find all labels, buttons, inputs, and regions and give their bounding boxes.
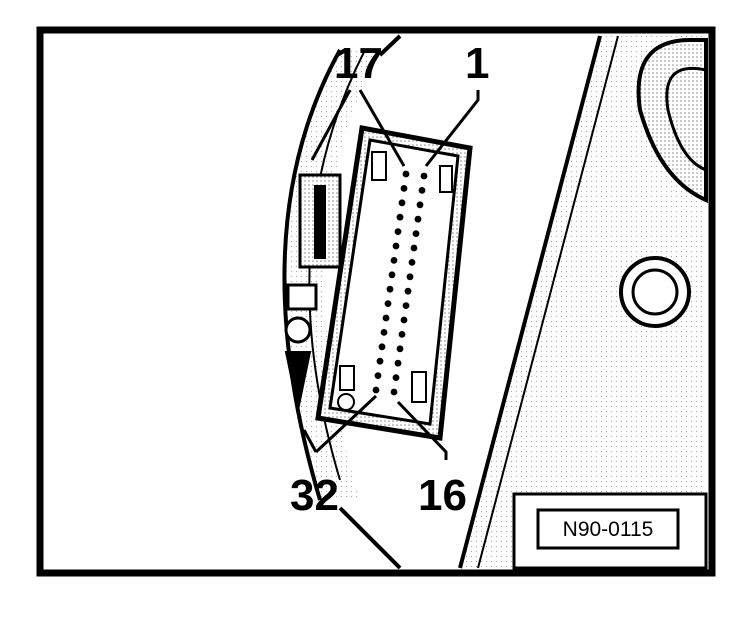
housing-edge-line: [458, 35, 602, 569]
connector-latch-top-right: [439, 165, 453, 193]
connector-pin: [382, 314, 390, 322]
connector-pin: [374, 372, 382, 379]
connector-pin: [418, 187, 426, 194]
connector-pin: [380, 329, 388, 336]
connector-pin: [412, 230, 420, 238]
connector-pin: [388, 271, 396, 279]
connector-pin: [384, 300, 392, 307]
connector-latch-bottom-left: [339, 365, 355, 391]
housing-curve: [284, 50, 380, 500]
pin-label-1: 1: [465, 39, 489, 88]
connector-pin: [414, 215, 422, 223]
connector-inner: [328, 138, 460, 426]
connector-bottom-ring: [337, 393, 355, 411]
side-screw: [284, 316, 312, 344]
code-box: [536, 508, 680, 550]
mounting-hole-inner: [631, 268, 679, 316]
connector-pin: [392, 242, 400, 250]
connector-pin: [396, 213, 404, 221]
connector-pin: [372, 386, 380, 394]
connector-pin: [402, 170, 410, 178]
pin-grid: [372, 170, 428, 396]
connector-pin: [402, 302, 410, 309]
housing-curve-line: [282, 49, 342, 501]
leader-1: [424, 90, 480, 167]
code-box-text: N90-0115: [563, 518, 654, 541]
connector-pin: [406, 273, 414, 281]
connector-pin: [378, 343, 386, 351]
leader-16: [396, 400, 448, 460]
leader-17-b: [358, 89, 406, 167]
connector-pin: [390, 388, 398, 396]
leader-17-a: [310, 89, 352, 161]
housing-edge-line-2: [477, 35, 619, 569]
connector-pin: [386, 285, 394, 293]
connector-pin: [396, 345, 404, 353]
connector-pin: [420, 172, 428, 180]
leader-32-b: [302, 429, 318, 453]
connector-pin: [398, 199, 406, 207]
connector-pin: [392, 374, 400, 381]
side-bracket-slot: [314, 185, 326, 259]
side-pointer: [284, 351, 312, 411]
connector-latch-bottom-right: [411, 371, 427, 403]
leader-32-a: [314, 394, 378, 454]
connector-pin: [410, 244, 418, 252]
leader-lines: [302, 89, 480, 460]
connector-pin: [408, 259, 416, 266]
connector-pin: [400, 316, 408, 324]
bottom-diagonal: [338, 506, 402, 570]
connector-pin: [398, 331, 406, 338]
connector-pin: [400, 185, 408, 192]
connector-pin: [376, 357, 384, 365]
connector-latch-top-left: [371, 151, 387, 181]
pin-label-17: 17: [334, 39, 383, 88]
pin-label-16: 16: [418, 471, 467, 520]
top-stub: [378, 34, 402, 57]
pin-label-32: 32: [290, 471, 339, 520]
connector-pin: [394, 228, 402, 236]
housing-panel: [460, 36, 706, 568]
connector-pin: [394, 359, 402, 367]
connector-pin: [404, 287, 412, 295]
connector-pin: [390, 257, 398, 264]
housing-corner: [636, 38, 708, 204]
side-block: [286, 283, 318, 311]
connector-pin: [416, 201, 424, 209]
housing-corner-inner: [665, 66, 707, 172]
